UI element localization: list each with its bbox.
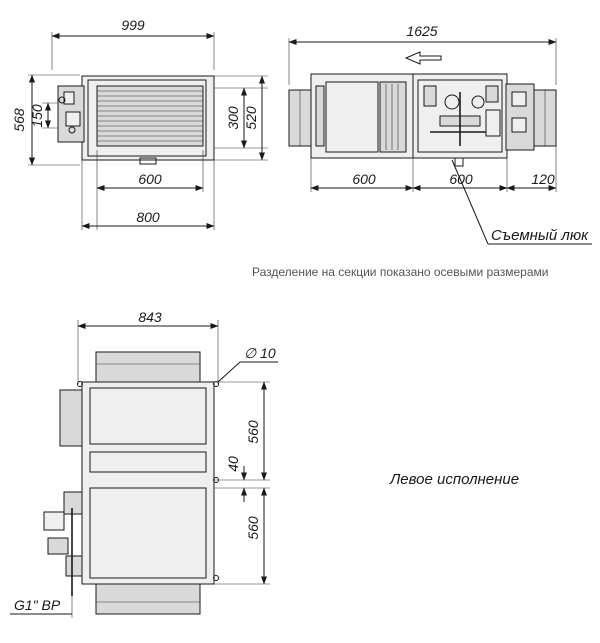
hatch-label: Съемный люк bbox=[491, 227, 589, 244]
dim-600-side-left: 600 bbox=[352, 171, 376, 187]
dim-560-bottom: 560 bbox=[245, 516, 261, 540]
dim-600-front: 600 bbox=[138, 171, 162, 187]
dim-520: 520 bbox=[243, 106, 259, 130]
dim-40: 40 bbox=[225, 456, 241, 472]
front-view: 999 568 150 bbox=[11, 17, 268, 230]
dim-300: 300 bbox=[225, 106, 241, 130]
dim-150: 150 bbox=[29, 104, 45, 128]
dim-999: 999 bbox=[121, 17, 145, 33]
airflow-arrow-icon bbox=[404, 51, 442, 65]
dim-pipe: G1" ВР bbox=[14, 597, 61, 613]
dim-560-top: 560 bbox=[245, 420, 261, 444]
variant-label: Левое исполнение bbox=[389, 471, 519, 488]
section-note: Разделение на секции показано осевыми ра… bbox=[252, 265, 548, 279]
dim-hole: ∅ 10 bbox=[244, 345, 276, 361]
side-view: 1625 bbox=[288, 23, 592, 245]
dim-600-side-right: 600 bbox=[449, 171, 473, 187]
bottom-view: 843 ∅ 10 560 bbox=[10, 309, 278, 618]
dim-800: 800 bbox=[136, 209, 160, 225]
dim-120: 120 bbox=[531, 171, 555, 187]
dim-1625: 1625 bbox=[406, 23, 437, 39]
dim-843: 843 bbox=[138, 309, 162, 325]
dim-568: 568 bbox=[11, 108, 27, 132]
